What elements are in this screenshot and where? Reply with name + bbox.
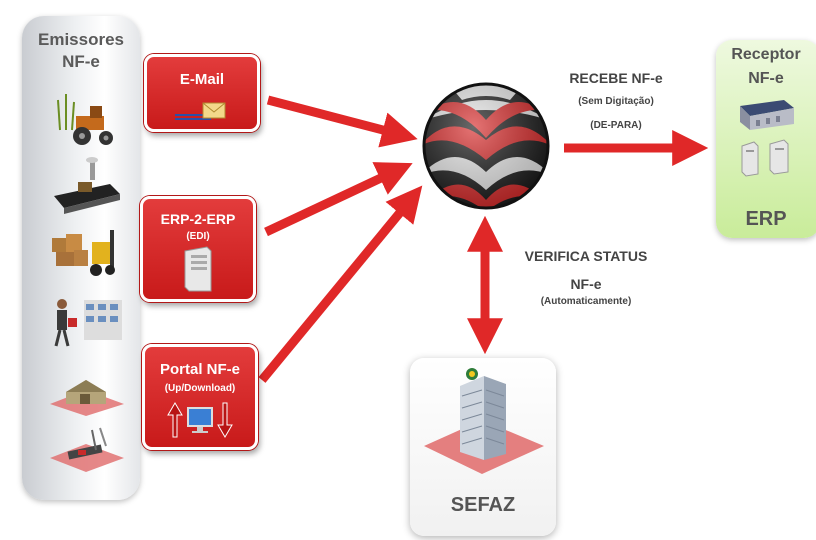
receptor-title: Receptor: [731, 46, 801, 63]
receptor-footer: ERP: [745, 208, 787, 230]
factory-building-icon: [740, 100, 794, 130]
erp-channel-sub: (EDI): [186, 231, 210, 242]
warehouse-icon: [50, 380, 124, 416]
receptor-subtitle: NF-e: [748, 70, 784, 87]
recebe-title: RECEBE NF-e: [569, 70, 663, 86]
tools-icon: [50, 427, 124, 472]
recebe-line2: (Sem Digitação): [578, 96, 654, 107]
arrow-portal-to-hub: [258, 185, 423, 383]
factory-icon: [54, 157, 120, 214]
emissores-title: Emissores: [38, 30, 124, 49]
forklift-icon: [52, 230, 115, 276]
receptor-panel: Receptor NF-e ERP: [716, 40, 816, 238]
sefaz-label: SEFAZ: [450, 494, 516, 516]
emissores-panel: Emissores NF-e: [22, 16, 140, 500]
server-icon: [184, 246, 212, 292]
tractor-icon: [57, 94, 113, 145]
upload-arrow-icon: [167, 402, 183, 438]
email-channel-label: E-Mail: [179, 71, 225, 88]
arrow-email-to-hub: [266, 95, 418, 148]
erp-channel: ERP-2-ERP (EDI): [140, 196, 256, 302]
emissores-subtitle: NF-e: [62, 52, 100, 71]
monitor-icon: [187, 407, 213, 433]
building-icon: [424, 368, 544, 474]
portal-channel-sub: (Up/Download): [164, 383, 236, 394]
portal-channel-label: Portal NF-e: [159, 361, 240, 378]
download-arrow-icon: [217, 402, 233, 438]
envelope-icon: [175, 102, 226, 120]
servers-icon: [741, 139, 789, 177]
verifica-line3: (Automaticamente): [540, 296, 632, 307]
email-channel: E-Mail: [144, 54, 260, 132]
verifica-line2: NF-e: [570, 276, 602, 292]
sefaz-panel: SEFAZ: [410, 358, 556, 536]
portal-channel: Portal NF-e (Up/Download): [142, 344, 258, 450]
globe-logo-icon: [422, 82, 550, 210]
erp-channel-label: ERP-2-ERP: [160, 211, 236, 227]
arrow-erp-to-hub: [264, 162, 413, 237]
verifica-title: VERIFICA STATUS: [524, 248, 648, 264]
shopper-icon: [54, 299, 122, 347]
recebe-line3: (DE-PARA): [590, 120, 642, 131]
